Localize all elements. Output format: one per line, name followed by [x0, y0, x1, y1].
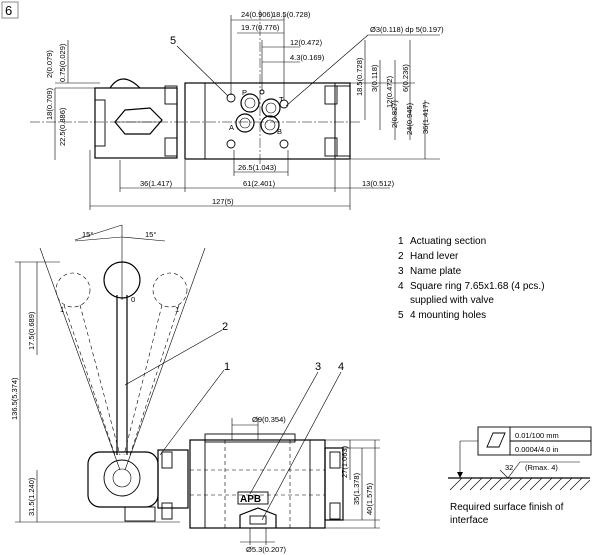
dim-3: 3(0.118) — [370, 64, 379, 92]
figure-number-badge: 6 — [1, 1, 19, 19]
dim-18-5: 18.5(0.728) — [272, 10, 311, 19]
port-b — [260, 115, 280, 135]
port-a — [235, 113, 255, 133]
angle-right: 15° — [145, 230, 156, 239]
dim-27: 27(1.063) — [340, 445, 349, 478]
legend-num-5: 5 — [398, 310, 404, 321]
dim-19-7: 19.7(0.776) — [241, 23, 280, 32]
port-label-t: T — [279, 95, 284, 104]
flatness-icon — [486, 432, 506, 448]
dim-40: 40(1.575) — [365, 482, 374, 515]
name-plate — [237, 491, 269, 505]
figure-number: 6 — [5, 3, 12, 18]
lever-knob-left — [55, 272, 91, 308]
legend-num-1: 1 — [398, 236, 404, 247]
top-view: P T A B 24(0.906) 18.5(0.728) 19.7(0.776… — [30, 10, 444, 210]
port-label-b: B — [277, 127, 282, 136]
dim-2-827: 2(0.827) — [390, 100, 399, 128]
dim-24-right: 24(0.945) — [405, 102, 414, 135]
front-view: 15° 15° 1 0 1 17.5(0.689) 136.5(5.374) 3… — [10, 224, 380, 554]
position-1-left: 1 — [60, 305, 64, 314]
dim-127: 127(5) — [212, 197, 234, 206]
flatness-value-in: 0.0004/4.0 in — [515, 445, 558, 454]
dim-136-5: 136.5(5.374) — [10, 377, 19, 420]
dim-31-5: 31.5(1.240) — [27, 477, 36, 516]
roughness-value: 32 — [505, 463, 513, 472]
roughness-note: (Rmax. 4) — [525, 463, 558, 472]
hole-note: Ø3(0.118) dp 5(0.197) — [370, 25, 444, 34]
position-0: 0 — [131, 295, 135, 304]
flatness-value-mm: 0.01/100 mm — [515, 431, 559, 440]
hex-nut-outline — [114, 107, 163, 135]
port-p — [240, 93, 260, 113]
dim-35: 35(1.378) — [352, 472, 361, 505]
port-pattern — [226, 89, 289, 149]
surface-finish-caption-1: Required surface finish of — [450, 502, 564, 513]
legend-text-2: Hand lever — [410, 251, 459, 262]
dim-0-75: 0.75(0.029) — [58, 43, 67, 82]
legend-num-4: 4 — [398, 281, 404, 292]
callout-2: 2 — [222, 321, 228, 333]
dim-17-5: 17.5(0.689) — [27, 311, 36, 350]
legend-text-4b: supplied with valve — [410, 295, 494, 306]
hole-note-leader — [285, 34, 369, 107]
legend-text-3: Name plate — [410, 266, 462, 277]
dim-18-5-right: 18.5(0.728) — [355, 57, 364, 96]
dim-26-5: 26.5(1.043) — [238, 163, 277, 172]
dim-36-right: 36(1.417) — [421, 101, 430, 134]
callout-1: 1 — [224, 361, 230, 373]
mounting-hole — [226, 93, 236, 103]
mounting-hole — [226, 139, 236, 149]
legend-num-2: 2 — [398, 251, 404, 262]
dim-6: 6(0.236) — [401, 64, 410, 92]
surface-finish-caption-2: interface — [450, 515, 489, 526]
dim-phi-9: Ø9(0.354) — [252, 415, 286, 424]
actuating-section — [157, 449, 189, 509]
dim-13: 13(0.512) — [362, 179, 395, 188]
lever-knob-center — [103, 261, 141, 299]
dim-36-bottom: 36(1.417) — [140, 179, 173, 188]
dim-12: 12(0.472) — [290, 38, 323, 47]
position-1-right: 1 — [175, 305, 179, 314]
lever-head-top — [109, 78, 141, 89]
dim-61: 61(2.401) — [243, 179, 276, 188]
parts-legend: 1 Actuating section 2 Hand lever 3 Name … — [398, 236, 545, 321]
legend-text-4: Square ring 7.65x1.68 (4 pcs.) — [410, 281, 545, 292]
dim-phi-5-3: Ø5.3(0.207) — [246, 545, 287, 554]
dim-12-right: 12(0.472) — [385, 75, 394, 108]
port-label-p: P — [242, 88, 247, 97]
port-label-a: A — [229, 123, 234, 132]
square-ring-seat — [239, 507, 277, 528]
callout-5-top: 5 — [170, 35, 176, 47]
dim-24: 24(0.906) — [241, 10, 274, 19]
mounting-hole — [279, 139, 289, 149]
dim-2: 2(0.079) — [45, 50, 54, 78]
callout-3: 3 — [315, 361, 321, 373]
dim-22-5: 22.5(0.886) — [58, 107, 67, 146]
surface-finish-symbol: 0.01/100 mm 0.0004/4.0 in 32 (Rmax. 4) R… — [448, 426, 592, 526]
dim-4-3: 4.3(0.169) — [290, 53, 325, 62]
valve-body-front — [189, 439, 326, 529]
legend-text-1: Actuating section — [410, 236, 486, 247]
dim-18: 18(0.709) — [45, 87, 54, 120]
legend-text-5: 4 mounting holes — [410, 310, 486, 321]
name-plate-text: APB — [240, 494, 261, 505]
lever-knob-right — [152, 272, 188, 308]
legend-num-3: 3 — [398, 266, 404, 277]
angle-left: 15° — [82, 230, 93, 239]
port-t — [261, 98, 281, 118]
callout-4: 4 — [338, 361, 344, 373]
